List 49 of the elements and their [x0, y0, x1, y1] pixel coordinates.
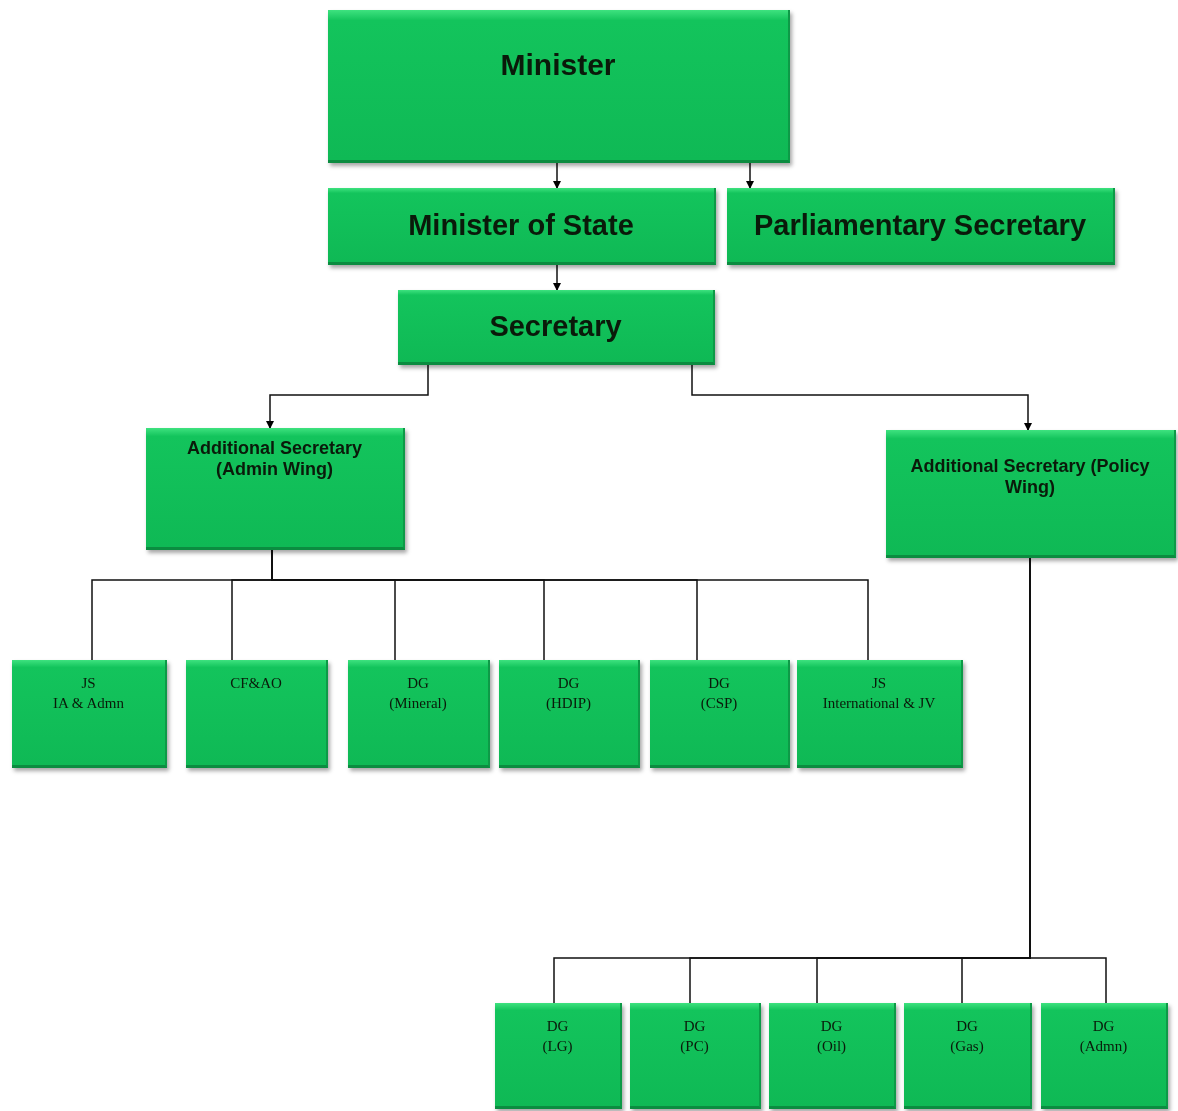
role-title: DG	[820, 1017, 843, 1036]
role-title: (Admn)	[1079, 1036, 1128, 1056]
org-box	[398, 290, 715, 365]
role-title: (Oil)	[816, 1036, 847, 1056]
role-title: DG	[956, 1017, 978, 1036]
org-box	[1041, 1003, 1168, 1109]
role-title: DG	[407, 674, 429, 693]
arrow	[266, 364, 429, 429]
role-title: (HDIP)	[546, 693, 591, 713]
role-title: IA & Admn	[53, 693, 124, 713]
org-box	[904, 1003, 1032, 1109]
arrow	[691, 364, 1032, 431]
role-title: (PC)	[680, 1036, 709, 1056]
role-title: DG	[683, 1017, 706, 1036]
org-box	[328, 188, 716, 265]
arrow	[553, 264, 561, 291]
role-title: DG	[557, 674, 580, 693]
arrow	[553, 162, 561, 189]
org-box	[769, 1003, 896, 1109]
role-title: DG	[546, 1017, 569, 1036]
org-box	[499, 660, 640, 768]
org-box	[630, 1003, 761, 1109]
role-title: (CSP)	[700, 693, 738, 713]
role-title: (Gas)	[950, 1036, 984, 1056]
role-title: DG	[708, 674, 730, 693]
org-box	[348, 660, 490, 768]
role-title: Minister of State	[408, 208, 634, 242]
arrow	[746, 162, 754, 189]
role-title: Additional Secretary (Admin Wing)	[185, 438, 364, 480]
org-box	[146, 428, 405, 550]
role-title: Parliamentary Secretary	[753, 208, 1087, 242]
org-box	[12, 660, 167, 768]
role-title: (LG)	[542, 1036, 573, 1056]
role-title: JS	[871, 674, 887, 693]
org-box	[328, 10, 790, 163]
org-box	[727, 188, 1115, 265]
role-title: International & JV	[822, 693, 936, 713]
org-box	[886, 430, 1176, 558]
role-title: (Mineral)	[389, 693, 447, 713]
role-title: DG	[1092, 1017, 1115, 1036]
role-title: Secretary	[489, 309, 622, 343]
role-title: Minister	[500, 48, 616, 82]
role-title: JS	[81, 674, 96, 693]
org-box	[797, 660, 963, 768]
org-box	[495, 1003, 622, 1109]
role-title: CF&AO	[230, 674, 282, 693]
org-box	[186, 660, 328, 768]
role-title: Additional Secretary (Policy Wing)	[909, 456, 1151, 498]
org-box	[650, 660, 790, 768]
